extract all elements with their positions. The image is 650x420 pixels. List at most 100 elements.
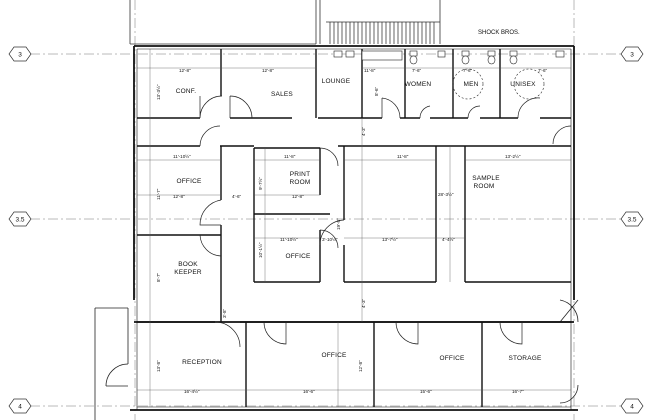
door-office-mid (319, 229, 339, 249)
dim-corridor: 4'-6" (232, 194, 242, 199)
dim-sales-width: 12'-8" (262, 68, 274, 73)
dim-sample-height: 28'-3½" (438, 191, 454, 197)
dim-office-width-2: 12'-8" (173, 194, 185, 199)
toilet-icon (509, 50, 518, 57)
door-storage (499, 321, 523, 345)
dim-sample-width-1: 11'-8" (397, 154, 409, 159)
room-men: MEN (463, 81, 478, 88)
grid-label-35-right: 3.5 (627, 217, 636, 224)
dim-sample-width-3: 13'-7½" (382, 236, 398, 242)
room-unisex: UNISEX (510, 81, 536, 88)
grid-label-3-right: 3 (630, 52, 634, 59)
dim-office-b1-width: 16'-6" (303, 389, 315, 394)
door-lounge (381, 97, 401, 119)
dim-men-width: 7'-6" (463, 68, 473, 73)
toilet-icon (487, 55, 496, 65)
sink-icon (345, 50, 355, 58)
room-office-left: OFFICE (176, 178, 201, 185)
dim-office-mid-width-2: 3'-10½" (322, 236, 338, 242)
room-storage: STORAGE (508, 355, 542, 362)
counter (361, 50, 403, 61)
door-sample-right (552, 125, 572, 145)
grid-label-3-left: 3 (18, 52, 22, 59)
door-women (419, 105, 431, 119)
door-office-b1 (263, 321, 287, 345)
toilet-icon (461, 55, 470, 65)
door-corridor-left (199, 125, 221, 147)
door-sales (229, 95, 253, 119)
room-sample-line2: ROOM (473, 183, 494, 190)
grid-bubble-4-left (8, 398, 32, 414)
sink-icon (333, 50, 343, 58)
room-sales: SALES (271, 91, 293, 98)
toilet-icon (509, 55, 518, 65)
room-lounge: LOUNGE (322, 78, 351, 85)
dim-vertical-1: 4'-3" (361, 126, 366, 136)
dim-conf-height: 13'-3½" (155, 84, 161, 100)
grid-label-35-left: 3.5 (15, 217, 24, 224)
grid-bubble-3-right (620, 46, 644, 62)
sink-icon (437, 50, 446, 58)
dim-women-width: 7'-6" (412, 68, 422, 73)
dimension-lines (137, 49, 571, 407)
doors (199, 95, 572, 348)
grid-bubble-4-right (620, 398, 644, 414)
dim-office-width-1: 11'-10½" (173, 153, 191, 159)
accessible-turn-circle (513, 68, 545, 100)
dim-bookkeeper-height: 8'-7" (156, 272, 161, 282)
dim-office-height: 11'-7" (156, 188, 161, 200)
dim-storage-width: 16'-7" (512, 389, 524, 394)
dim-print-width-1: 11'-8" (284, 154, 296, 159)
grid-lines (30, 0, 622, 420)
dim-vertical-3: 19'-8" (336, 218, 341, 230)
grid-bubble-35-right (620, 211, 644, 227)
dim-sample-width-4: 4'-4½" (442, 236, 455, 242)
door-reception (214, 321, 241, 348)
room-women: WOMEN (405, 81, 432, 88)
room-office-mid: OFFICE (285, 253, 310, 260)
door-bookkeeper (199, 234, 222, 257)
toilet-icon (409, 50, 418, 57)
dim-sample-width-2: 13'-2½" (505, 153, 521, 159)
dim-office-b2-width: 15'-6" (420, 389, 432, 394)
interior-walls (137, 49, 571, 407)
dim-office-mid-height: 10'-1½" (257, 242, 263, 258)
grid-bubbles (8, 46, 644, 414)
door-office-b2 (395, 321, 419, 345)
dim-conf-width: 12'-8" (179, 68, 191, 73)
toilet-icon (487, 50, 496, 57)
dim-small: 3'-8" (222, 308, 227, 318)
stair (329, 22, 435, 44)
door-unisex (517, 97, 541, 119)
room-office-b1: OFFICE (321, 352, 346, 359)
dim-lounge-height: 8'-6" (374, 86, 379, 96)
door-sample (319, 219, 345, 246)
tenant-label: SHOCK BROS. (478, 30, 520, 36)
sink-icon (555, 50, 565, 58)
dim-vertical-2: 4'-3" (361, 298, 366, 308)
door-office-left (199, 199, 222, 226)
dim-print-width-2: 12'-8" (292, 194, 304, 199)
dim-reception-height: 13'-8" (156, 360, 161, 372)
room-sample-line1: SAMPLE (472, 175, 500, 182)
room-print-line1: PRINT (290, 171, 311, 178)
door-print (319, 147, 339, 167)
dim-unisex-width: 7'-6" (538, 68, 548, 73)
accessible-turn-circle (452, 68, 484, 100)
toilet-icon (461, 50, 470, 57)
room-bookkeeper-line1: BOOK (178, 261, 198, 268)
room-bookkeeper-line2: KEEPER (174, 269, 202, 276)
dim-reception-width: 16'-4½" (184, 388, 200, 394)
dim-lounge-width: 11'-8" (364, 68, 376, 73)
adjacent-building (129, 0, 441, 45)
entry-jog (94, 299, 579, 420)
room-reception: RECEPTION (182, 359, 222, 366)
room-print-line2: ROOM (289, 179, 310, 186)
plumbing-fixtures (333, 50, 565, 100)
dim-print-height: 9'-7½" (257, 177, 263, 190)
toilet-icon (409, 55, 418, 65)
room-conf: CONF. (176, 88, 197, 95)
grid-label-4-right: 4 (630, 404, 634, 411)
grid-bubble-3-left (8, 46, 32, 62)
